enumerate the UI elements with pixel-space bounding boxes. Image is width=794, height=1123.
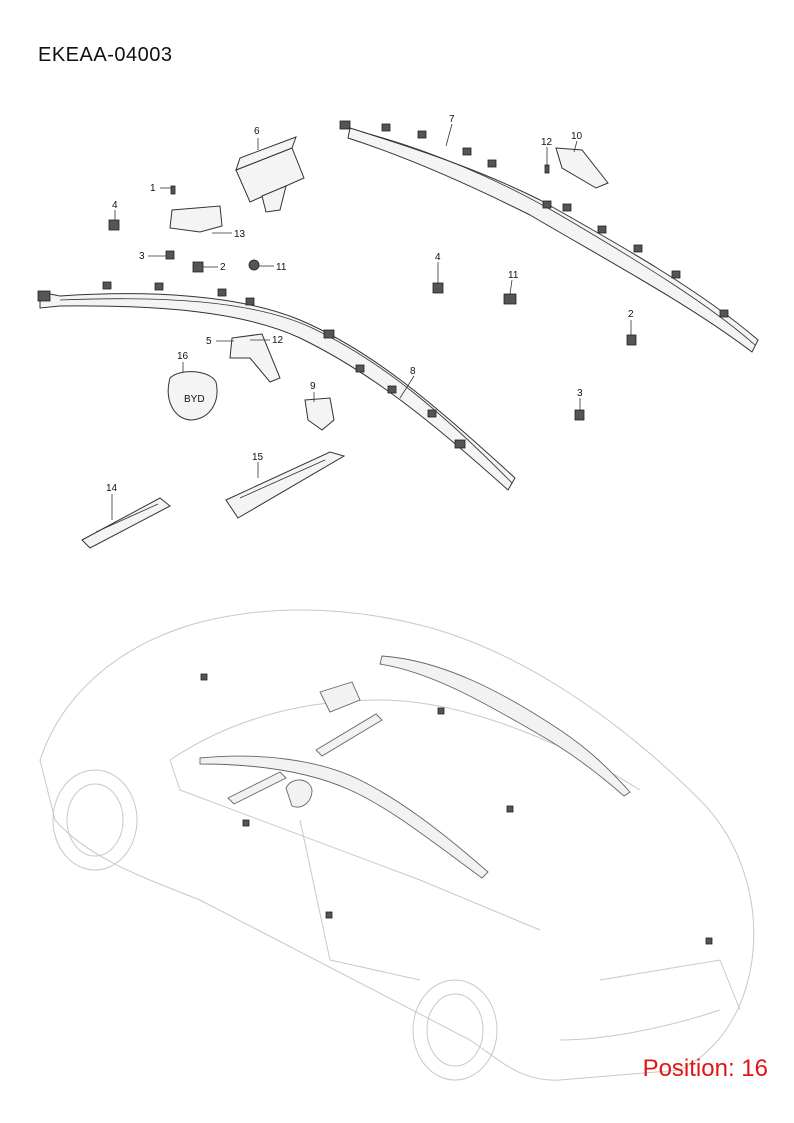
- callout-13: 13: [234, 229, 246, 240]
- bracket-part-13[interactable]: [169, 205, 223, 233]
- callout-12-lower: 12: [272, 335, 284, 346]
- callout-6: 6: [254, 126, 260, 137]
- knee-airbag-part-15[interactable]: [225, 451, 346, 519]
- bolt-part-1[interactable]: [170, 185, 176, 195]
- bolt-part-12-upper[interactable]: [544, 164, 550, 174]
- clip-part-11-left[interactable]: [248, 259, 260, 271]
- knee-airbag-part-14[interactable]: [81, 497, 171, 549]
- callout-9: 9: [310, 381, 316, 392]
- callout-14: 14: [106, 483, 118, 494]
- clip-part-2-right[interactable]: [626, 334, 637, 346]
- bracket-part-5[interactable]: [229, 333, 281, 383]
- vehicle-outline: [39, 609, 755, 1081]
- callout-10: 10: [571, 131, 583, 142]
- callout-11-right: 11: [508, 270, 519, 281]
- diagram-code: EKEAA-04003: [38, 44, 173, 66]
- position-indicator: Position: 16: [642, 1055, 768, 1082]
- callout-12-upper: 12: [541, 137, 553, 148]
- callouts: 1 2 2 3 3 4 4 5 6 7 8 9 10: [106, 114, 634, 520]
- airbag-module-part-6[interactable]: [235, 136, 305, 213]
- vehicle-airbags: [199, 655, 713, 945]
- callout-4-right: 4: [435, 252, 441, 263]
- clip-part-3-right[interactable]: [574, 409, 585, 421]
- curtain-airbag-left[interactable]: [37, 281, 516, 491]
- bracket-part-10[interactable]: [555, 147, 609, 189]
- clip-part-4-left[interactable]: [108, 219, 120, 231]
- callout-3-left: 3: [139, 251, 145, 262]
- clip-part-4-right[interactable]: [432, 282, 444, 294]
- callout-2-left: 2: [220, 262, 226, 273]
- steering-airbag-part-16[interactable]: BYD: [167, 371, 218, 421]
- callout-5: 5: [206, 336, 212, 347]
- callout-7: 7: [449, 114, 455, 125]
- callout-4-left: 4: [112, 200, 118, 211]
- clip-part-3-left[interactable]: [165, 250, 175, 260]
- callout-2-right: 2: [628, 309, 634, 320]
- callout-3-right: 3: [577, 388, 583, 399]
- callout-11-left: 11: [276, 262, 287, 273]
- callout-1: 1: [150, 183, 156, 194]
- callout-15: 15: [252, 452, 264, 463]
- byd-logo-text: BYD: [184, 394, 205, 405]
- clip-part-2-left[interactable]: [192, 261, 204, 273]
- callout-8: 8: [410, 366, 416, 377]
- clip-part-11-right[interactable]: [503, 293, 517, 305]
- curtain-airbag-right[interactable]: [339, 120, 759, 353]
- callout-16: 16: [177, 351, 189, 362]
- bracket-part-9[interactable]: [304, 397, 335, 431]
